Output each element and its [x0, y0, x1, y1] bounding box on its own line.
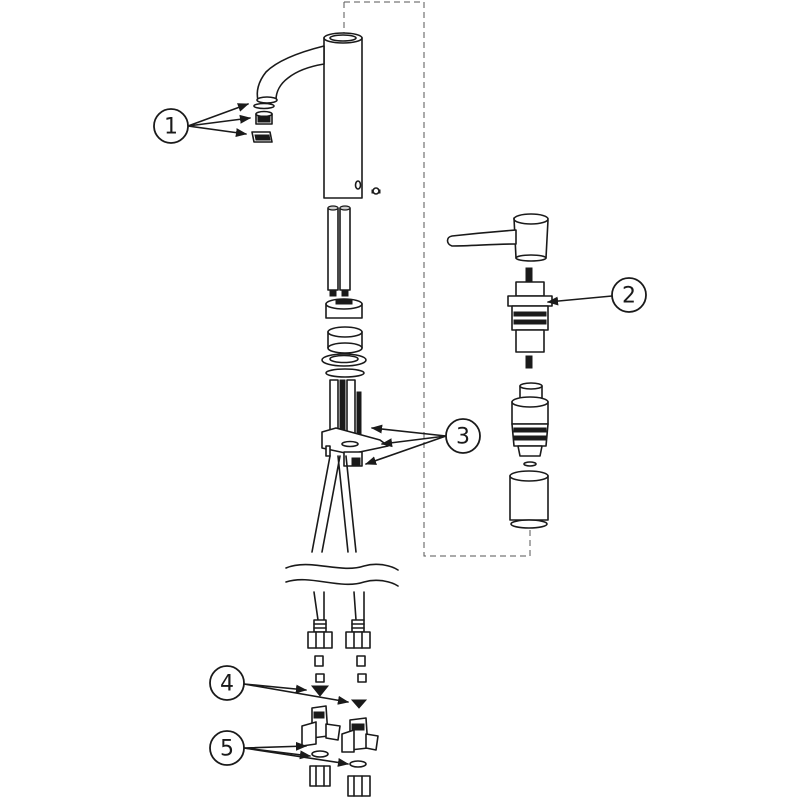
base-rings: [321, 298, 367, 378]
thermostatic-cartridge: [507, 267, 553, 369]
callout-3-label: 3: [456, 425, 470, 450]
aerator-set: [251, 102, 275, 143]
callout-5-label: 5: [220, 737, 234, 762]
filter-cones: [310, 685, 368, 709]
hose-fittings: [307, 619, 371, 683]
sensor-tubes: [327, 205, 351, 297]
lever-handle: [446, 213, 549, 262]
callout-1: 1: [153, 108, 189, 144]
callout-5: 5: [209, 730, 245, 766]
callout-4: 4: [209, 665, 245, 701]
leader-lines: [187, 103, 613, 767]
assembly-guide-dashed: [344, 1, 531, 557]
callout-3: 3: [445, 418, 481, 454]
flexible-hoses: [285, 455, 399, 621]
faucet-body: [256, 32, 381, 199]
callout-4-label: 4: [220, 672, 234, 697]
callout-2-label: 2: [622, 284, 636, 309]
callout-2: 2: [611, 277, 647, 313]
stop-valves: [301, 705, 379, 797]
mounting-bracket: [321, 379, 389, 467]
cartridge-housing: [509, 382, 549, 529]
callout-1-label: 1: [164, 115, 178, 140]
